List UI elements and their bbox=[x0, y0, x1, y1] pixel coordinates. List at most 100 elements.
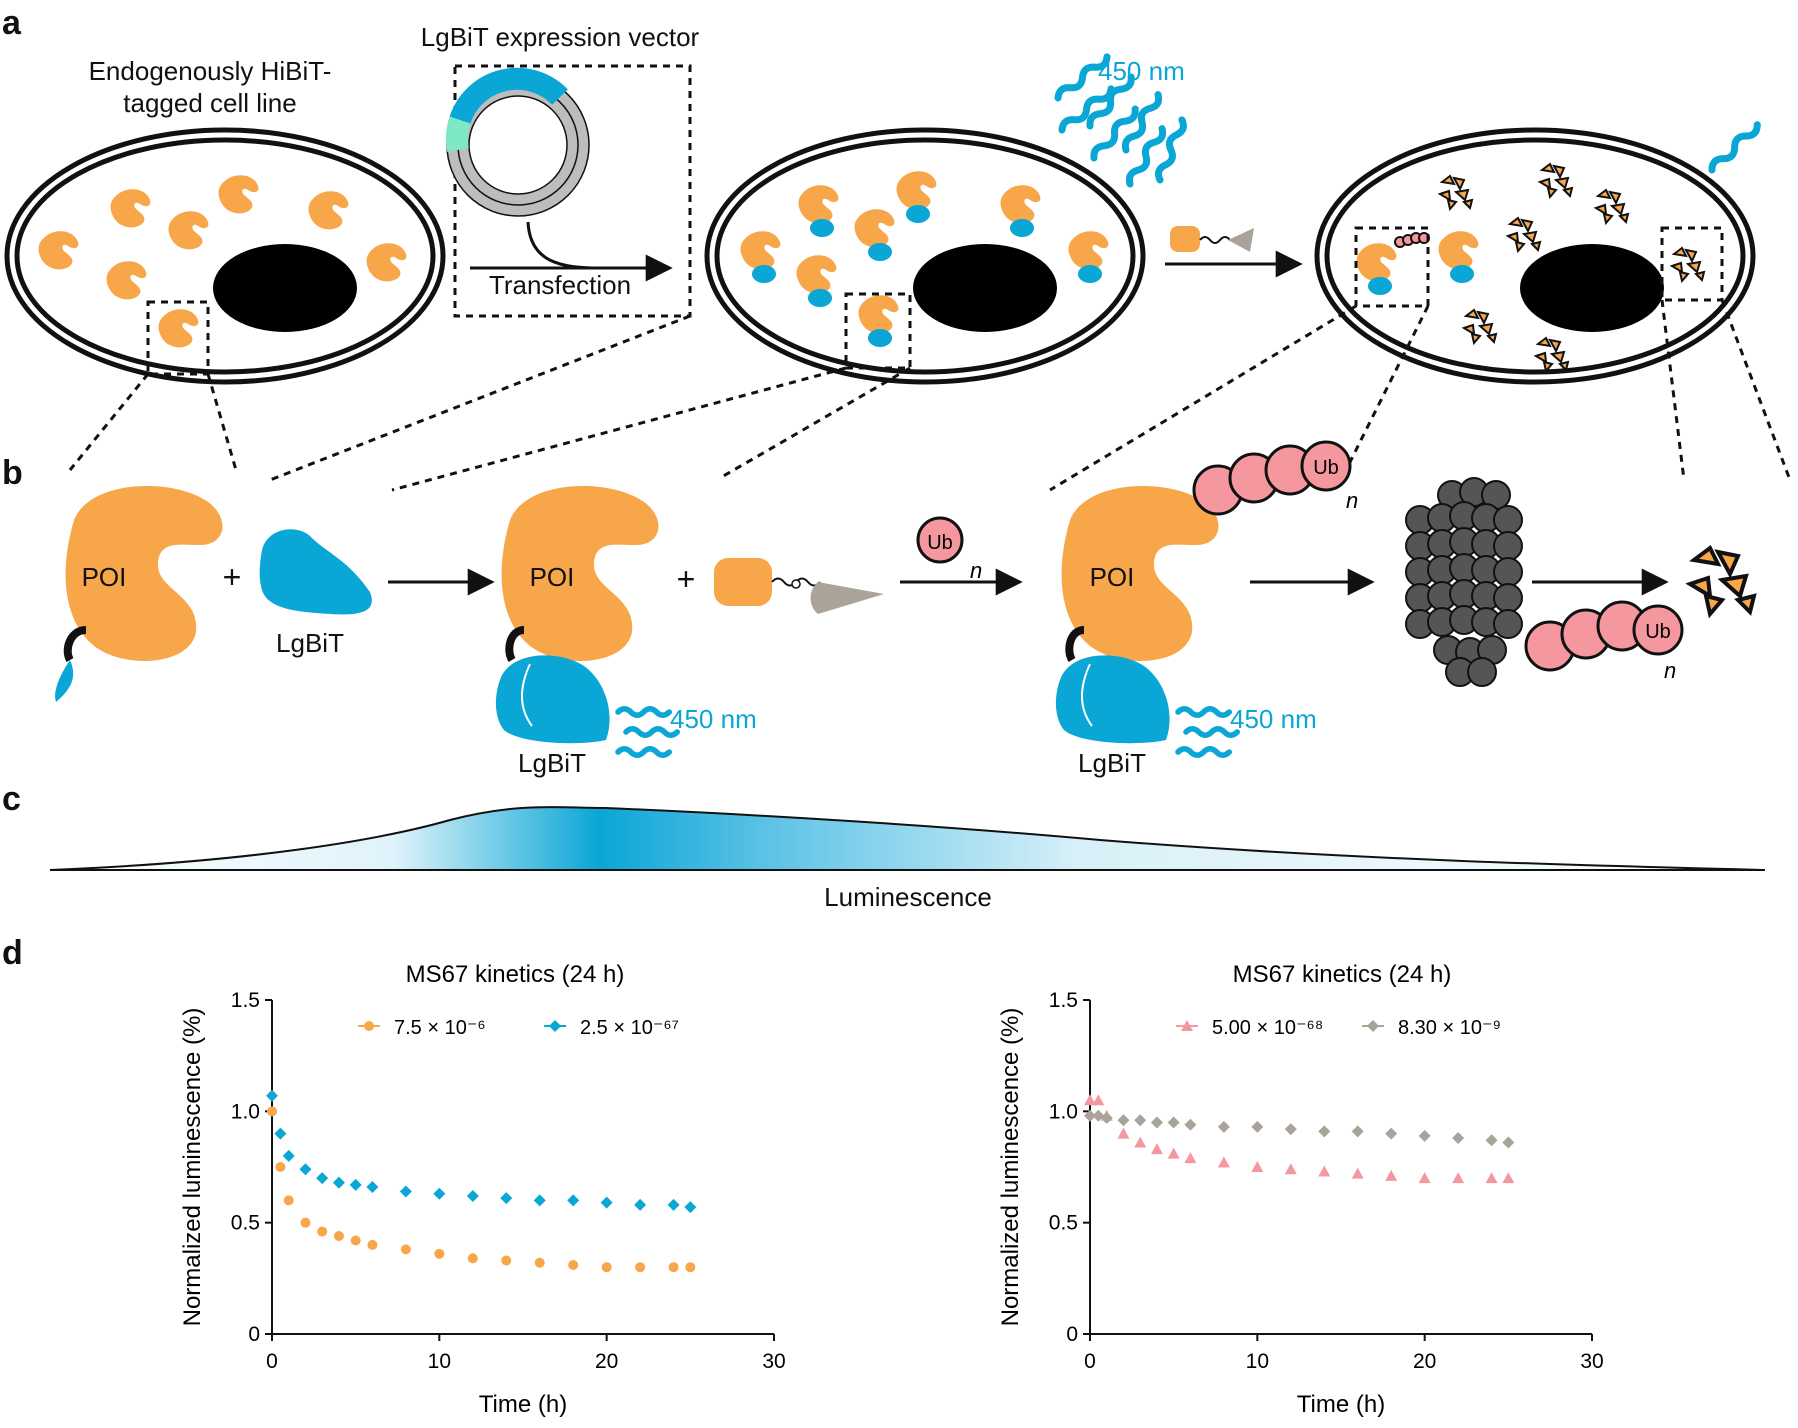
data-point bbox=[668, 1262, 679, 1273]
y-tick-label: 1.5 bbox=[231, 989, 260, 1012]
poi-label: POI bbox=[530, 562, 575, 592]
ub-n: n bbox=[970, 558, 982, 583]
x-tick-label: 10 bbox=[428, 1350, 451, 1373]
plus-2: + bbox=[677, 561, 696, 597]
plus-1: + bbox=[223, 559, 242, 595]
x-tick-label: 30 bbox=[1580, 1350, 1603, 1373]
data-point bbox=[1418, 1172, 1431, 1184]
y-tick-label: 1.0 bbox=[1049, 1100, 1078, 1123]
light-label-a: 450 nm bbox=[1098, 56, 1185, 86]
legend-label: 5.00 × 10⁻⁶⁸ bbox=[1212, 1017, 1323, 1039]
x-axis-label: Time (h) bbox=[1297, 1391, 1385, 1418]
data-point bbox=[1452, 1132, 1465, 1145]
y-tick-label: 0.5 bbox=[231, 1212, 260, 1235]
chart-title: MS67 kinetics (24 h) bbox=[1233, 961, 1452, 988]
series-1 bbox=[266, 1089, 697, 1214]
data-point bbox=[367, 1239, 378, 1250]
lgbit-label: LgBiT bbox=[276, 628, 344, 658]
data-point bbox=[1167, 1116, 1180, 1129]
data-point bbox=[332, 1176, 345, 1189]
chart-title: MS67 kinetics (24 h) bbox=[406, 961, 625, 988]
data-point bbox=[567, 1194, 580, 1207]
ub-n: n bbox=[1346, 488, 1358, 513]
data-point bbox=[1385, 1127, 1398, 1140]
series-0 bbox=[1084, 1094, 1515, 1184]
data-point bbox=[333, 1231, 344, 1242]
lgbit-label: LgBiT bbox=[518, 748, 586, 778]
luminescence-gradient: Luminescence bbox=[49, 806, 1766, 912]
vector-label: LgBiT expression vector bbox=[421, 22, 700, 52]
data-point bbox=[1150, 1143, 1163, 1155]
data-point bbox=[1502, 1136, 1515, 1149]
data-point bbox=[1318, 1165, 1331, 1177]
cell-3 bbox=[1314, 127, 1756, 385]
data-point bbox=[685, 1262, 696, 1273]
data-point bbox=[1134, 1136, 1147, 1148]
light-label-b1: 450 nm bbox=[670, 704, 757, 734]
data-point bbox=[667, 1198, 680, 1211]
x-tick-label: 30 bbox=[762, 1350, 785, 1373]
data-point bbox=[433, 1187, 446, 1200]
data-point bbox=[282, 1149, 295, 1162]
legend-label: 8.30 × 10⁻⁹ bbox=[1398, 1017, 1501, 1039]
data-point bbox=[1351, 1167, 1364, 1179]
data-point bbox=[299, 1163, 312, 1176]
poi-label: POI bbox=[82, 562, 127, 592]
data-point bbox=[635, 1262, 646, 1273]
ub-n: n bbox=[1664, 658, 1676, 683]
legend-marker bbox=[549, 1020, 561, 1032]
data-point bbox=[1284, 1123, 1297, 1136]
data-point bbox=[400, 1244, 411, 1255]
data-point bbox=[600, 1196, 613, 1209]
data-point bbox=[1318, 1125, 1331, 1138]
series-0 bbox=[267, 1106, 696, 1273]
data-point bbox=[1117, 1127, 1130, 1139]
x-axis-label: Time (h) bbox=[479, 1391, 567, 1418]
poi-lgbit-complex: POI LgBiT 450 nm bbox=[495, 486, 757, 778]
y-axis-label: Normalized luminescence (%) bbox=[179, 1008, 206, 1327]
y-tick-label: 1.5 bbox=[1049, 989, 1078, 1012]
data-point bbox=[349, 1178, 362, 1191]
luminescence-label: Luminescence bbox=[824, 882, 992, 912]
data-point bbox=[1284, 1163, 1297, 1175]
data-point bbox=[533, 1194, 546, 1207]
data-point bbox=[467, 1253, 478, 1264]
data-point bbox=[1084, 1094, 1096, 1106]
proteasome bbox=[1405, 477, 1523, 687]
nucleus bbox=[913, 244, 1057, 332]
data-point bbox=[275, 1162, 286, 1172]
y-tick-label: 0 bbox=[1066, 1323, 1078, 1346]
legend-marker bbox=[1367, 1020, 1379, 1032]
degrader bbox=[714, 558, 884, 614]
data-point bbox=[399, 1185, 412, 1198]
data-point bbox=[283, 1195, 294, 1206]
data-point bbox=[317, 1226, 328, 1237]
data-point bbox=[266, 1089, 278, 1102]
data-point bbox=[300, 1217, 311, 1228]
y-tick-label: 0.5 bbox=[1049, 1212, 1078, 1235]
data-point bbox=[1167, 1147, 1180, 1159]
data-point bbox=[1084, 1109, 1096, 1122]
poi-hibit: POI bbox=[55, 486, 223, 702]
cell-1 bbox=[4, 127, 446, 385]
transfection-label: Transfection bbox=[489, 270, 631, 300]
released-ub-chain: Ub n bbox=[1524, 600, 1684, 683]
data-point bbox=[466, 1189, 479, 1202]
x-tick-label: 0 bbox=[266, 1350, 278, 1373]
data-point bbox=[501, 1255, 512, 1266]
data-point bbox=[1100, 1112, 1113, 1125]
data-point bbox=[274, 1127, 287, 1140]
legend-label: 2.5 × 10⁻⁶⁷ bbox=[580, 1017, 679, 1039]
zoom-box-3 bbox=[1354, 226, 1430, 308]
lgbit-label: LgBiT bbox=[1078, 748, 1146, 778]
x-tick-label: 20 bbox=[595, 1350, 618, 1373]
data-point bbox=[1150, 1116, 1163, 1129]
data-point bbox=[1251, 1120, 1264, 1133]
data-point bbox=[1184, 1118, 1197, 1131]
data-point bbox=[1452, 1172, 1465, 1184]
data-point bbox=[1092, 1094, 1105, 1106]
zoom-box-4 bbox=[1660, 226, 1724, 302]
light-label-b2: 450 nm bbox=[1230, 704, 1317, 734]
poi-label: POI bbox=[1090, 562, 1135, 592]
